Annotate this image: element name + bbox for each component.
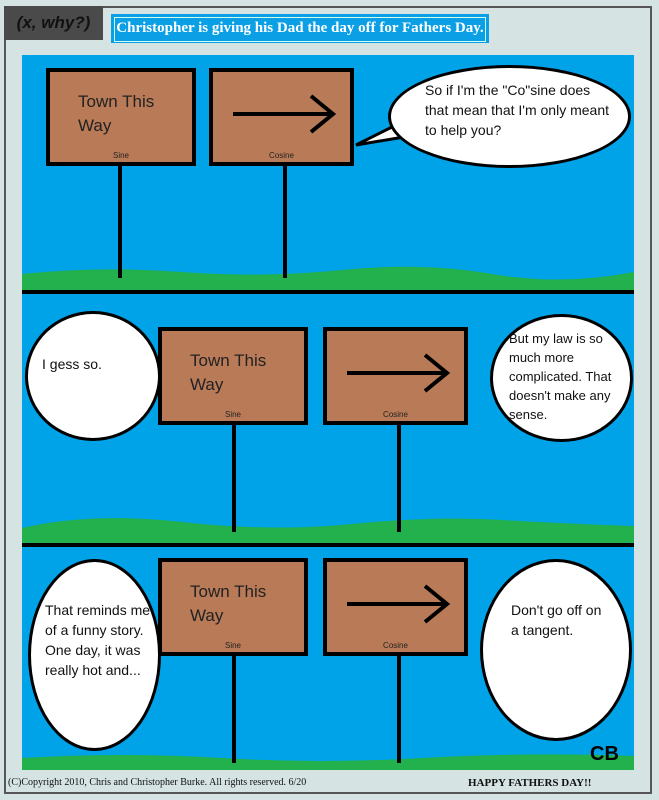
comic-frame bbox=[4, 6, 652, 794]
speech-bubble-right: But my law is so much more complicated. … bbox=[490, 314, 633, 442]
speech-bubble-left: I gess so. bbox=[25, 311, 161, 441]
footer-message: HAPPY FATHERS DAY!! bbox=[468, 777, 592, 789]
panel-divider bbox=[22, 290, 634, 294]
sign-text: Town This Way bbox=[78, 92, 155, 135]
sign-label: Cosine bbox=[269, 151, 294, 160]
comic-title: Christopher is giving his Dad the day of… bbox=[111, 14, 489, 43]
copyright-text: (C)Copyright 2010, Chris and Christopher… bbox=[8, 777, 307, 788]
grass bbox=[22, 266, 634, 292]
sign-text: Town This Way bbox=[190, 582, 267, 625]
cosine-post bbox=[397, 653, 401, 763]
right-arrow-icon bbox=[233, 94, 337, 134]
cosine-sign: Cosine bbox=[323, 327, 468, 425]
right-arrow-icon bbox=[347, 353, 451, 393]
sign-label: Sine bbox=[112, 151, 129, 160]
cosine-sign: Cosine bbox=[323, 558, 468, 656]
sign-text: Town This Way bbox=[190, 351, 267, 394]
bubble-text: So if I'm the "Co"sine does that mean th… bbox=[425, 82, 609, 138]
right-arrow-icon bbox=[347, 584, 451, 624]
cosine-post bbox=[397, 422, 401, 532]
artist-signature: CB bbox=[590, 743, 619, 765]
cosine-post bbox=[283, 163, 287, 278]
bubble-text: Don't go off on a tangent. bbox=[511, 602, 602, 638]
speech-bubble: So if I'm the "Co"sine does that mean th… bbox=[388, 65, 631, 168]
bubble-text: But my law is so much more complicated. … bbox=[509, 331, 612, 422]
brand-logo: (x, why?) bbox=[4, 6, 103, 40]
sine-post bbox=[232, 422, 236, 532]
speech-bubble-left: That reminds me of a funny story. One da… bbox=[28, 559, 161, 751]
sign-label: Cosine bbox=[383, 410, 408, 419]
title-text: Christopher is giving his Dad the day of… bbox=[114, 17, 486, 42]
bubble-tail bbox=[355, 125, 405, 147]
speech-bubble-right: Don't go off on a tangent. bbox=[480, 559, 632, 741]
grass bbox=[22, 518, 634, 543]
sine-post bbox=[232, 653, 236, 763]
bubble-text: I gess so. bbox=[42, 356, 102, 372]
bubble-text: That reminds me of a funny story. One da… bbox=[45, 602, 151, 678]
sign-label: Sine bbox=[224, 410, 241, 419]
sine-post bbox=[118, 163, 122, 278]
panel-3: That reminds me of a funny story. One da… bbox=[22, 547, 634, 770]
sign-label: Cosine bbox=[383, 641, 408, 650]
cosine-sign: Cosine bbox=[209, 68, 354, 166]
panel-divider bbox=[22, 543, 634, 547]
grass bbox=[22, 754, 634, 770]
sign-label: Sine bbox=[224, 641, 241, 650]
